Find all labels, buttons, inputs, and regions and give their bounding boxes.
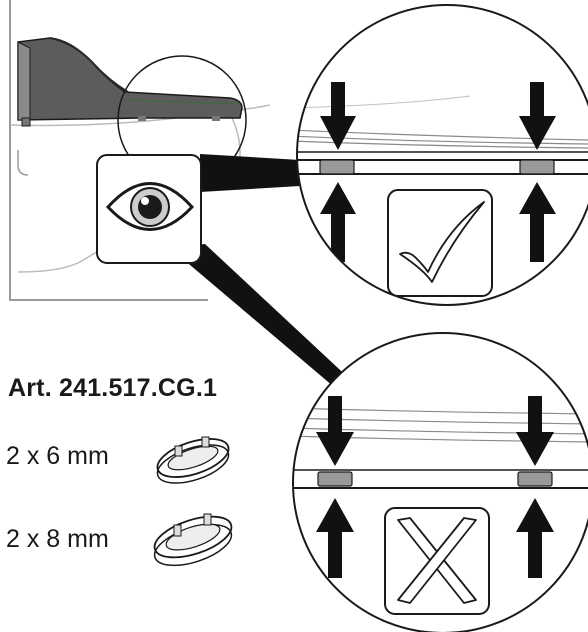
spacer-part-8mm-illustration [153,513,233,567]
detail-circle-correct [296,4,588,306]
arrow-down-left-icon [320,82,356,150]
detail-circle-incorrect [292,332,588,632]
spacer-size-6mm-label: 2 x 6 mm [6,442,109,470]
arrow-up-left-icon [320,182,356,262]
spacer-size-8mm-label: 2 x 8 mm [6,525,109,553]
callout-wedge-top [200,154,300,192]
arrow-up-right-icon [516,498,554,578]
eye-icon [105,182,195,231]
arrow-up-right-icon [519,182,556,262]
arrow-down-left-icon [316,396,354,466]
arrow-down-right-icon [519,82,556,150]
cross-icon [397,517,477,604]
eye-inspection-box [96,154,202,264]
callout-wedge-bottom [170,244,368,396]
arrow-down-right-icon [516,396,554,466]
spacer-pad-left [317,471,353,487]
spacer-pad-left [319,159,355,175]
article-number-label: Art. 241.517.CG.1 [8,374,218,402]
spacer-pad-right [519,159,555,175]
device-illustration [17,37,243,127]
arrow-up-left-icon [316,498,354,578]
spacer-pad-right [517,471,553,487]
checkmark-icon [399,201,485,283]
spacer-part-6mm-illustration [156,436,230,484]
